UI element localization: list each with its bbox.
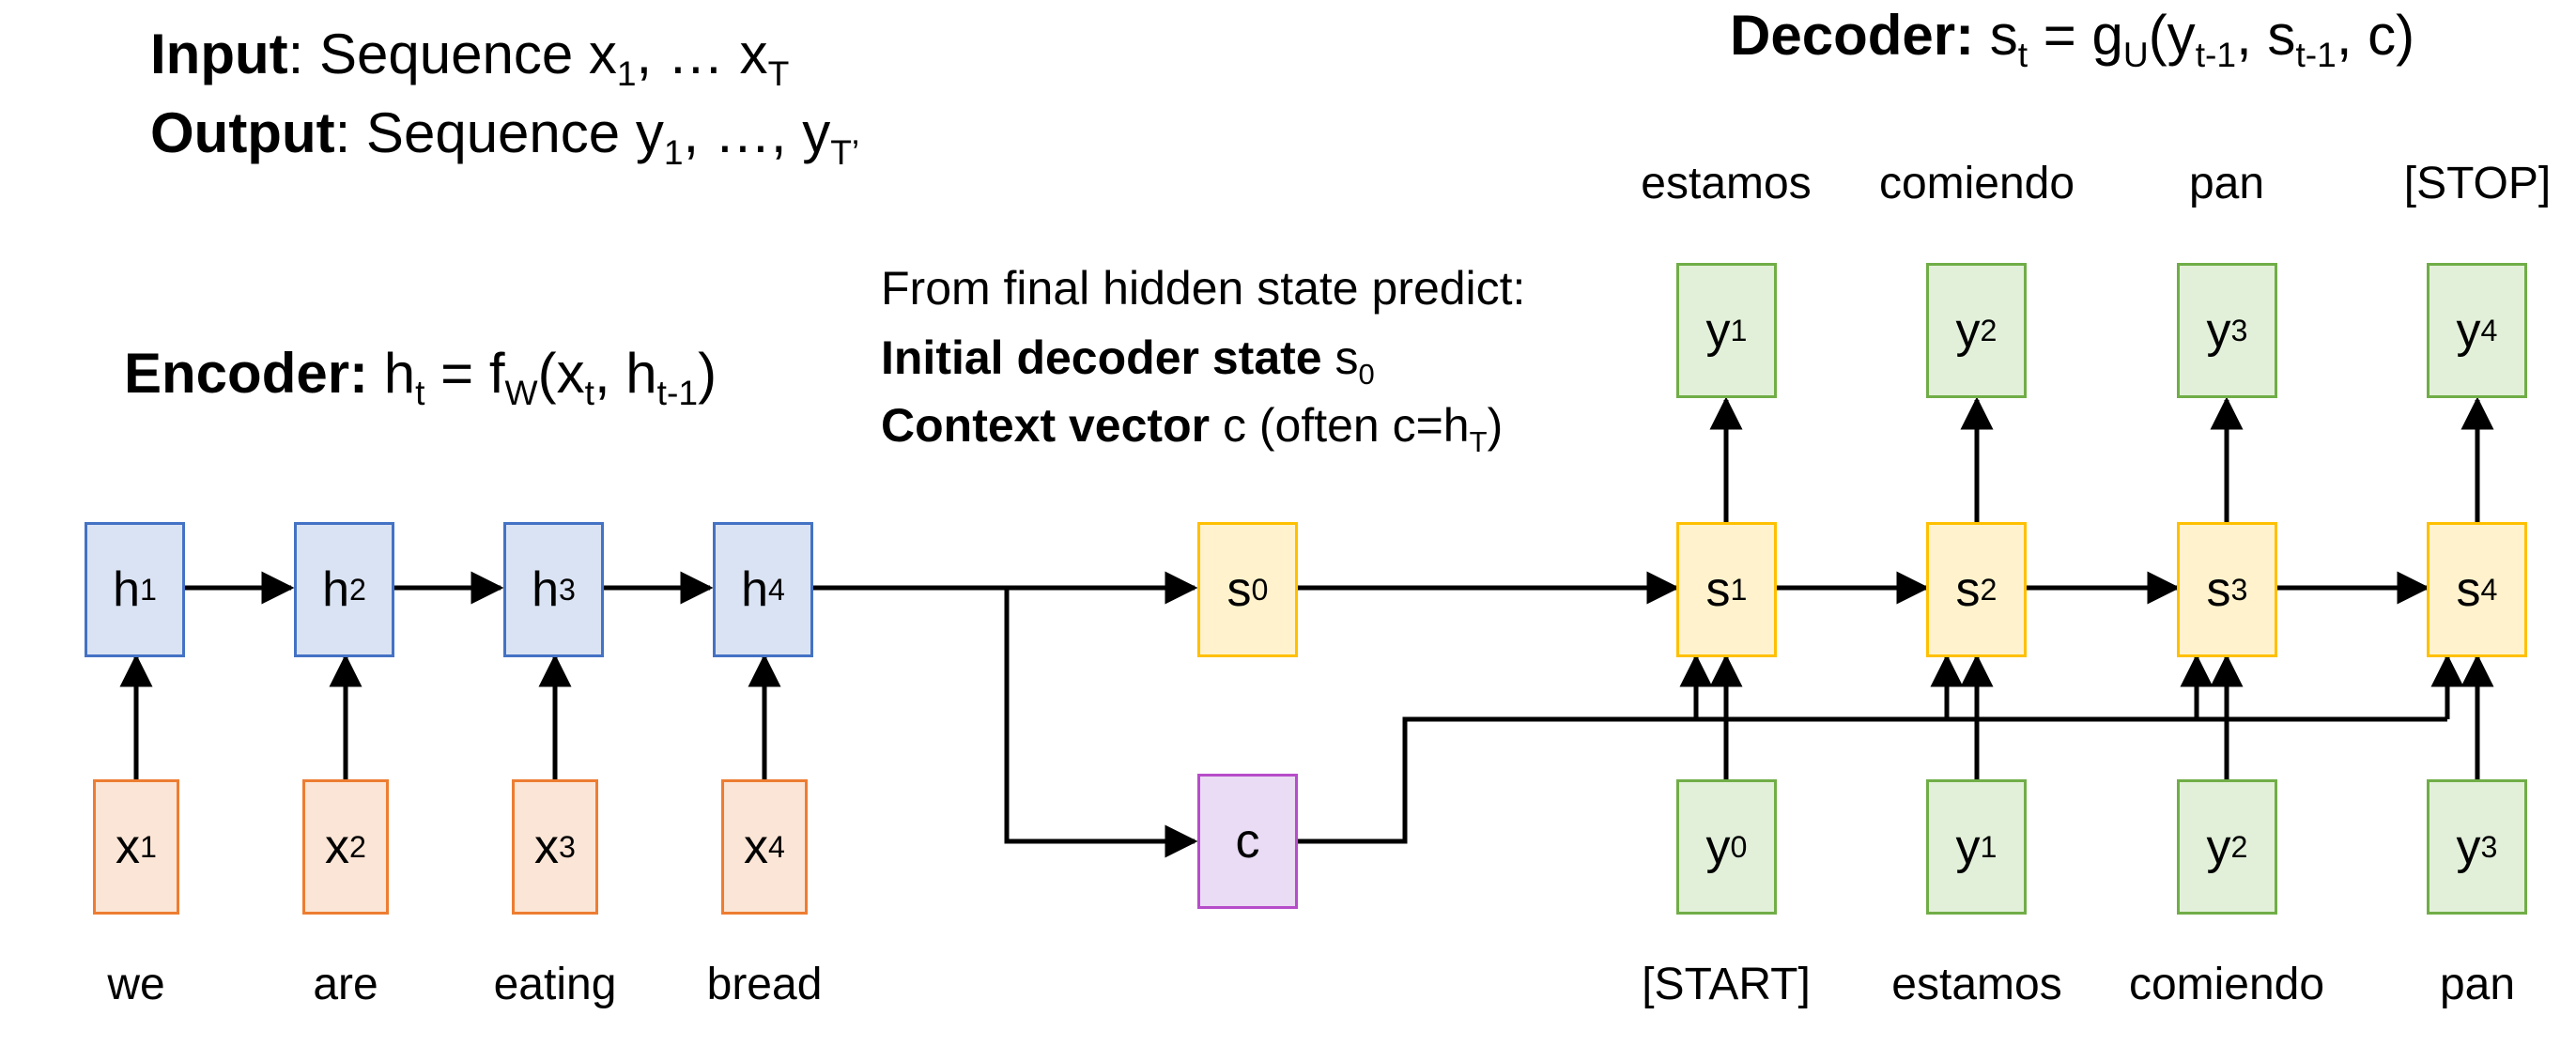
- note-line-2: Initial decoder state s0: [881, 334, 1375, 389]
- decoder-label: Decoder:: [1730, 4, 1975, 67]
- note-line-2-sub: 0: [1358, 358, 1375, 391]
- output-sub-t: T’: [830, 132, 860, 172]
- encoder-eq-h-prev: , h: [594, 342, 657, 405]
- encoder-eq-end: ): [698, 342, 717, 405]
- decoder-input-word-1: [START]: [1642, 960, 1811, 1009]
- encoder-eq-f: = f: [424, 342, 505, 405]
- encoder-equation: Encoder: ht = fW(xt, ht-1): [124, 346, 717, 410]
- arrow-to-context: [1004, 588, 1198, 858]
- output-text: : Sequence y: [334, 101, 664, 164]
- input-sub-1: 1: [616, 54, 637, 93]
- note-line-3-bold: Context vector: [881, 399, 1211, 452]
- decoder-eq-sub: t: [2017, 35, 2028, 74]
- decoder-eq-sub-u: U: [2122, 35, 2149, 74]
- input-mid: , … x: [636, 23, 768, 85]
- decoder-eq-s-prev: , s: [2236, 4, 2296, 67]
- encoder-eq-sub-a: t: [584, 373, 594, 412]
- note-line-3-rest: c (often c=h: [1210, 399, 1470, 452]
- encoder-eq-sub-w: W: [504, 373, 538, 412]
- encoder-word-2: are: [313, 960, 378, 1009]
- note-line-1: From final hidden state predict:: [881, 262, 1526, 315]
- decoder-equation: Decoder: st = gU(yt-1, st-1, c): [1730, 8, 2414, 72]
- output-description: Output: Sequence y1, …, yT’: [150, 105, 859, 170]
- output-sub-1: 1: [663, 132, 684, 172]
- decoder-eq-y: (y: [2148, 4, 2196, 67]
- context-vector: c: [1197, 774, 1298, 909]
- output-mid: , …, y: [683, 101, 831, 164]
- encoder-word-3: eating: [493, 960, 617, 1009]
- note-line-3-end: ): [1487, 399, 1504, 452]
- note-line-3-sub: T: [1469, 425, 1488, 458]
- note-line-3: Context vector c (often c=hT): [881, 402, 1503, 456]
- encoder-eq-x: (x: [537, 342, 585, 405]
- decoder-eq-sub-b: t-1: [2295, 35, 2337, 74]
- decoder-input-word-4: pan: [2439, 960, 2516, 1009]
- encoder-eq-sub-b: t-1: [656, 373, 699, 412]
- encoder-word-4: bread: [706, 960, 823, 1009]
- note-line-2-bold: Initial decoder state: [881, 331, 1322, 384]
- decoder-output-word-1: estamos: [1641, 159, 1812, 208]
- input-label: Input: [150, 23, 288, 85]
- decoder-input-word-2: estamos: [1891, 960, 2062, 1009]
- decoder-eq-g: = g: [2028, 4, 2123, 67]
- context-bus: [1298, 716, 2447, 844]
- decoder-output-word-2: comiendo: [1878, 159, 2075, 208]
- note-line-2-rest: s: [1321, 331, 1359, 384]
- input-sub-t: T: [767, 54, 790, 93]
- decoder-eq-sub-a: t-1: [2195, 35, 2237, 74]
- input-description: Input: Sequence x1, … xT: [150, 26, 789, 91]
- encoder-label: Encoder:: [124, 342, 369, 405]
- decoder-output-word-3: pan: [2188, 159, 2265, 208]
- encoder-eq-h: h: [383, 342, 416, 405]
- encoder-eq-sub: t: [415, 373, 425, 412]
- decoder-eq-end: , c): [2336, 4, 2415, 67]
- output-label: Output: [150, 101, 335, 164]
- decoder-eq-s: s: [1989, 4, 2018, 67]
- decoder-output-word-4: [STOP]: [2403, 159, 2552, 208]
- input-text: : Sequence x: [287, 23, 617, 85]
- decoder-input-word-3: comiendo: [2128, 960, 2325, 1009]
- encoder-word-1: we: [107, 960, 165, 1009]
